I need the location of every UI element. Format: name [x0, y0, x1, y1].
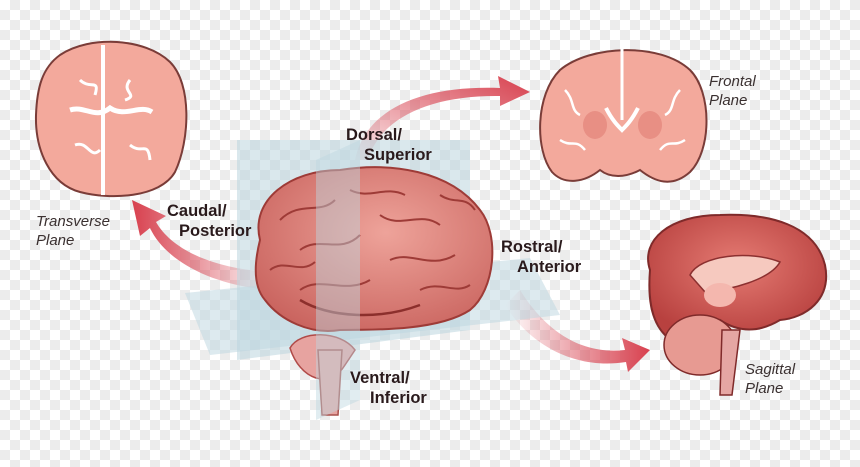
dorsal-label: Dorsal/ Superior — [346, 125, 432, 165]
sagittal-caption: Sagittal Plane — [745, 360, 795, 398]
frontal-caption-line-1: Frontal — [709, 72, 756, 91]
transverse-section — [36, 42, 186, 196]
ventral-line-2: Inferior — [350, 388, 427, 408]
caudal-label: Caudal/ Posterior — [167, 201, 251, 241]
rostral-line-2: Anterior — [501, 257, 581, 277]
sagittal-caption-line-2: Plane — [745, 379, 795, 398]
frontal-caption-line-2: Plane — [709, 91, 756, 110]
transverse-caption-line-1: Transverse — [36, 212, 110, 231]
ventral-line-1: Ventral/ — [350, 368, 427, 388]
transverse-caption: Transverse Plane — [36, 212, 110, 250]
caudal-line-2: Posterior — [167, 221, 251, 241]
caudal-line-1: Caudal/ — [167, 201, 251, 221]
ventral-label: Ventral/ Inferior — [350, 368, 427, 408]
sagittal-section — [648, 215, 826, 395]
frontal-caption: Frontal Plane — [709, 72, 756, 110]
dorsal-line-1: Dorsal/ — [346, 125, 432, 145]
transverse-caption-line-2: Plane — [36, 231, 110, 250]
rostral-label: Rostral/ Anterior — [501, 237, 581, 277]
rostral-line-1: Rostral/ — [501, 237, 581, 257]
sagittal-caption-line-1: Sagittal — [745, 360, 795, 379]
frontal-section — [540, 48, 706, 182]
dorsal-line-2: Superior — [346, 145, 432, 165]
